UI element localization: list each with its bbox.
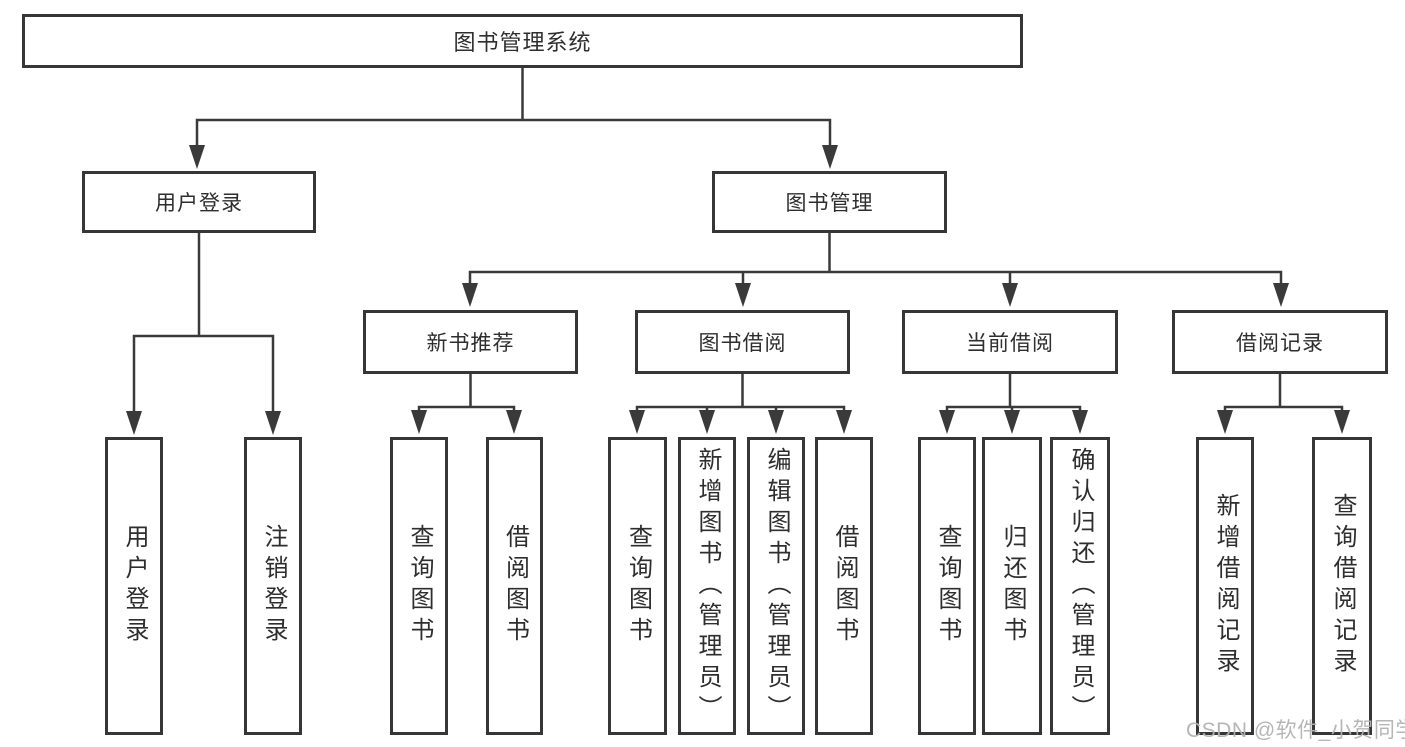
arrow-down-icon bbox=[1002, 283, 1018, 307]
leaf-add-book-admin: 新增图书（管理员） bbox=[678, 437, 736, 735]
leaf-label: 查询图书 bbox=[406, 524, 433, 648]
node-label: 用户登录 bbox=[155, 192, 243, 215]
leaf-confirm-return-admin: 确认归还（管理员） bbox=[1050, 437, 1110, 735]
leaf-label: 查询图书 bbox=[624, 524, 652, 648]
leaf-label: 用户登录 bbox=[121, 524, 148, 648]
arrow-down-icon bbox=[265, 411, 281, 435]
leaf-query-borrow-record: 查询借阅记录 bbox=[1312, 437, 1372, 735]
arrow-down-icon bbox=[506, 410, 522, 434]
node-borrow-record: 借阅记录 bbox=[1172, 310, 1388, 374]
connector-user-login-branch bbox=[132, 233, 275, 414]
arrow-down-icon bbox=[768, 410, 784, 434]
arrow-down-icon bbox=[836, 410, 852, 434]
leaf-label: 借阅图书 bbox=[501, 524, 529, 648]
leaf-query-books-1: 查询图书 bbox=[390, 437, 448, 735]
leaf-user-login: 用户登录 bbox=[105, 437, 163, 735]
arrow-down-icon bbox=[462, 283, 478, 307]
node-user-login: 用户登录 bbox=[82, 171, 316, 233]
connector-new-book-branch bbox=[417, 374, 516, 413]
leaf-label: 确认归还（管理员） bbox=[1067, 446, 1094, 726]
leaf-edit-book-admin: 编辑图书（管理员） bbox=[747, 437, 805, 735]
arrow-down-icon bbox=[1334, 410, 1350, 434]
node-label: 图书管理系统 bbox=[453, 30, 592, 55]
node-label: 借阅记录 bbox=[1236, 332, 1324, 355]
leaf-label: 注销登录 bbox=[260, 524, 287, 648]
arrow-down-icon bbox=[1072, 410, 1088, 434]
leaf-borrow-books-2: 借阅图书 bbox=[815, 437, 873, 735]
arrow-down-icon bbox=[822, 145, 838, 169]
connector-current-borrow-branch bbox=[945, 374, 1082, 413]
arrow-down-icon bbox=[939, 410, 955, 434]
connector-book-management-branch bbox=[468, 233, 1283, 286]
node-current-borrow: 当前借阅 bbox=[902, 310, 1118, 374]
node-library-system: 图书管理系统 bbox=[22, 14, 1023, 68]
leaf-label: 查询图书 bbox=[934, 524, 961, 648]
leaf-query-books-2: 查询图书 bbox=[608, 437, 667, 735]
connector-root-to-level1 bbox=[195, 68, 832, 148]
connector-book-borrow-branch bbox=[635, 374, 846, 413]
node-label: 图书借阅 bbox=[698, 332, 787, 355]
node-new-book-recommend: 新书推荐 bbox=[363, 310, 578, 374]
arrow-down-icon bbox=[1217, 410, 1233, 434]
leaf-return-book: 归还图书 bbox=[982, 437, 1042, 735]
leaf-label: 新增借阅记录 bbox=[1212, 493, 1239, 679]
arrow-down-icon bbox=[1273, 283, 1289, 307]
connector-borrow-record-branch bbox=[1223, 374, 1344, 413]
arrow-down-icon bbox=[699, 410, 715, 434]
leaf-add-borrow-record: 新增借阅记录 bbox=[1196, 437, 1254, 735]
leaf-label: 编辑图书（管理员） bbox=[763, 446, 790, 726]
leaf-label: 查询借阅记录 bbox=[1329, 493, 1356, 679]
leaf-borrow-books-1: 借阅图书 bbox=[486, 437, 543, 735]
node-book-management: 图书管理 bbox=[712, 171, 947, 233]
arrow-down-icon bbox=[629, 410, 645, 434]
node-label: 当前借阅 bbox=[966, 332, 1054, 355]
leaf-label: 归还图书 bbox=[999, 524, 1026, 648]
node-book-borrow: 图书借阅 bbox=[635, 310, 850, 374]
arrow-down-icon bbox=[189, 145, 205, 169]
leaf-label: 新增图书（管理员） bbox=[694, 446, 721, 726]
leaf-query-books-3: 查询图书 bbox=[918, 437, 976, 735]
leaf-label: 借阅图书 bbox=[831, 524, 858, 648]
arrow-down-icon bbox=[1004, 410, 1020, 434]
csdn-watermark: CSDN @软件_小贺同学 bbox=[1186, 719, 1405, 742]
leaf-logout: 注销登录 bbox=[244, 437, 302, 735]
node-label: 图书管理 bbox=[785, 192, 874, 215]
node-label: 新书推荐 bbox=[426, 332, 515, 355]
arrow-down-icon bbox=[126, 411, 142, 435]
arrow-down-icon bbox=[735, 283, 751, 307]
arrow-down-icon bbox=[411, 410, 427, 434]
